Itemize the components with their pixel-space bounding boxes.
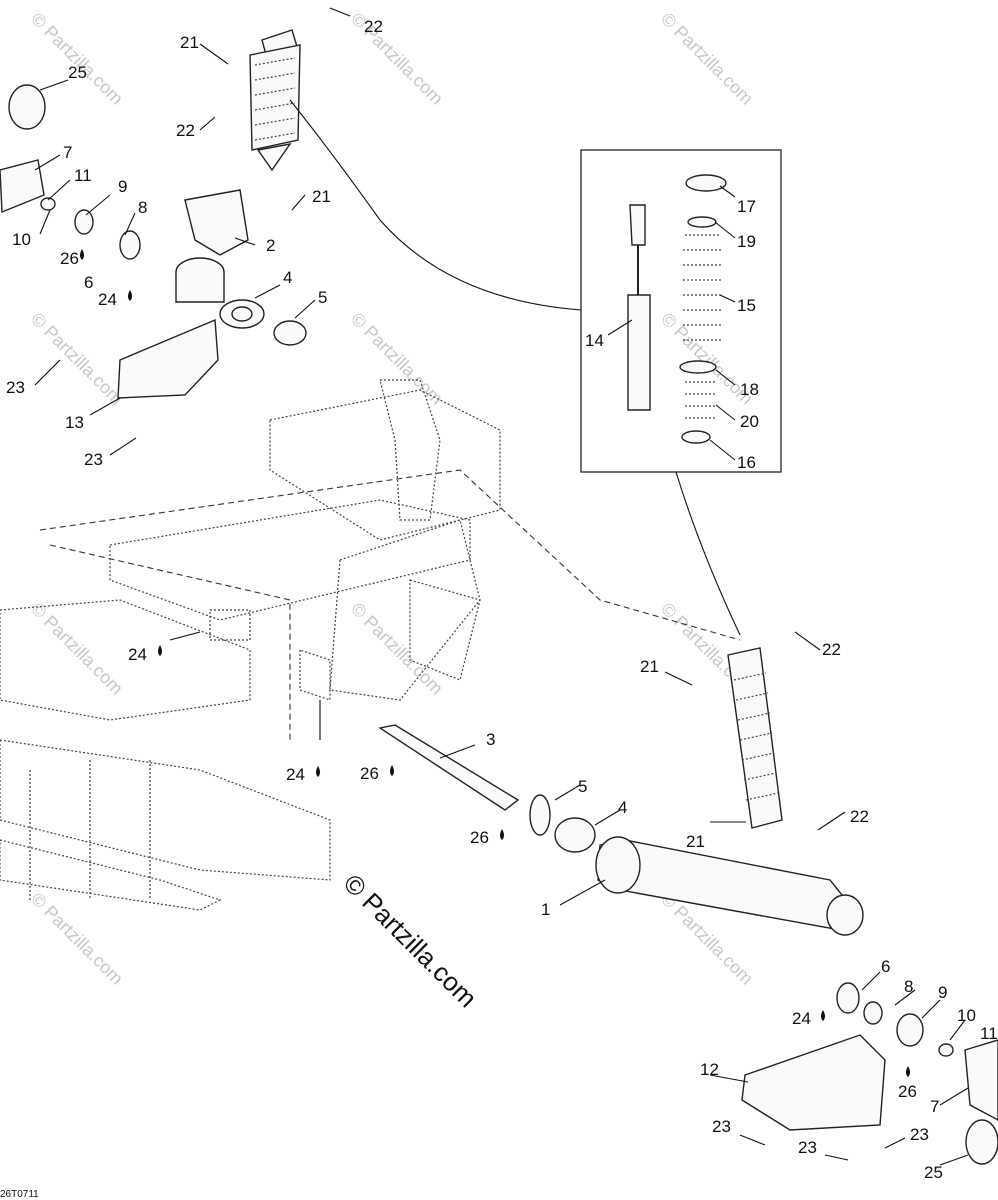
callout-5: 5	[318, 288, 327, 307]
callout-18: 18	[740, 380, 759, 399]
callout-22: 22	[176, 121, 195, 140]
callout-16: 16	[737, 453, 756, 472]
callout-2: 2	[266, 236, 275, 255]
callout-23: 23	[910, 1125, 929, 1144]
callout-26: 26	[470, 828, 489, 847]
callout-21: 21	[640, 657, 659, 676]
partzilla-watermark: © Partzilla.com	[338, 868, 483, 1013]
callout-15: 15	[737, 296, 756, 315]
callout-24: 24	[792, 1009, 811, 1028]
watermark: © Partzilla.com	[657, 9, 757, 109]
oil-drop-icon	[80, 249, 84, 260]
callout-8: 8	[904, 977, 913, 996]
callout-24: 24	[286, 765, 305, 784]
oil-drop-icon	[821, 1010, 825, 1021]
callout-26: 26	[60, 249, 79, 268]
callout-24: 24	[128, 645, 147, 664]
oil-drop-icon	[316, 766, 320, 777]
callout-22: 22	[850, 807, 869, 826]
callout-labels: 21 22 25 7 11 9 10 8 26 6 22 21 2 24 4 5…	[6, 17, 998, 1182]
callout-3: 3	[486, 730, 495, 749]
callout-23: 23	[798, 1138, 817, 1157]
callout-6: 6	[84, 273, 93, 292]
watermark: © Partzilla.com	[347, 599, 447, 699]
callout-6: 6	[881, 957, 890, 976]
oil-drop-icon	[906, 1066, 910, 1077]
callout-7: 7	[930, 1097, 939, 1116]
watermark: © Partzilla.com	[27, 889, 127, 989]
oil-drop-icons	[80, 249, 910, 1077]
watermark: © Partzilla.com	[27, 309, 127, 409]
oil-drop-icon	[500, 829, 504, 840]
drawing-code: 26T0711	[0, 1189, 39, 1200]
callout-4: 4	[618, 798, 627, 817]
swing-arm-assembly	[378, 724, 864, 936]
shock-absorber-top	[249, 29, 301, 172]
callout-23: 23	[6, 378, 25, 397]
detail-connector	[289, 99, 582, 311]
vehicle-frame	[0, 379, 741, 911]
shock-mount-bracket	[0, 84, 307, 399]
callout-9: 9	[938, 983, 947, 1002]
callout-10: 10	[957, 1006, 976, 1025]
callout-19: 19	[737, 232, 756, 251]
shock-absorber-bottom	[727, 647, 783, 829]
watermark: © Partzilla.com	[27, 9, 127, 109]
callout-12: 12	[700, 1060, 719, 1079]
detail-connector	[675, 471, 741, 636]
callout-8: 8	[138, 198, 147, 217]
callout-21: 21	[686, 832, 705, 851]
oil-drop-icon	[158, 645, 162, 656]
callout-10: 10	[12, 230, 31, 249]
callout-23: 23	[84, 450, 103, 469]
background-watermarks: © Partzilla.com © Partzilla.com © Partzi…	[27, 9, 757, 989]
oil-drop-icon	[128, 290, 132, 301]
callout-14: 14	[585, 331, 604, 350]
callout-4: 4	[283, 268, 292, 287]
callout-20: 20	[740, 412, 759, 431]
watermark: © Partzilla.com	[347, 9, 447, 109]
callout-13: 13	[65, 413, 84, 432]
callout-11: 11	[74, 166, 92, 185]
callout-5: 5	[578, 777, 587, 796]
callout-25: 25	[68, 63, 87, 82]
watermark: © Partzilla.com	[27, 599, 127, 699]
oil-drop-icon	[390, 765, 394, 776]
callout-22: 22	[822, 640, 841, 659]
callout-17: 17	[737, 197, 756, 216]
callout-26: 26	[898, 1082, 917, 1101]
leader-lines	[34, 7, 969, 1166]
watermark: © Partzilla.com	[347, 309, 447, 409]
callout-23: 23	[712, 1117, 731, 1136]
callout-21: 21	[180, 33, 199, 52]
callout-7: 7	[63, 143, 72, 162]
hub-parts-bottom	[741, 982, 998, 1165]
shock-detail-box	[580, 149, 782, 473]
callout-21: 21	[312, 187, 331, 206]
callout-24: 24	[98, 290, 117, 309]
callout-25: 25	[924, 1163, 943, 1182]
callout-9: 9	[118, 177, 127, 196]
callout-1: 1	[541, 900, 550, 919]
callout-26: 26	[360, 764, 379, 783]
callout-22: 22	[364, 17, 383, 36]
callout-11: 11	[980, 1024, 998, 1043]
